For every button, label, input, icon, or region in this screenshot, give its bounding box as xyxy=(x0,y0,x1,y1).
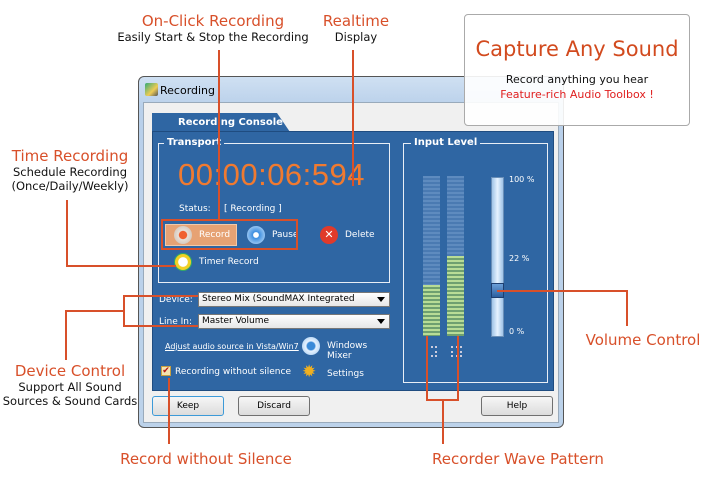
delete-button[interactable]: ✕ Delete xyxy=(318,224,378,246)
promo-line1: Record anything you hear xyxy=(505,73,649,86)
settings-button[interactable]: ✹ Settings xyxy=(301,363,391,383)
connector-line xyxy=(497,290,628,292)
annotation-title: Device Control xyxy=(14,362,126,380)
windows-mixer-button[interactable]: Windows Mixer xyxy=(301,336,391,361)
volume-min-label: 0 % xyxy=(509,327,525,336)
device-label: Device: xyxy=(159,295,193,305)
annotation-subtitle: Display xyxy=(334,30,378,44)
input-level-label: Input Level xyxy=(411,137,481,148)
connector-line xyxy=(66,265,176,267)
volume-value-label: 22 % xyxy=(509,254,530,263)
annotation-title: Realtime xyxy=(322,12,390,30)
connector-line xyxy=(218,50,220,220)
linein-label: Line In: xyxy=(159,317,193,327)
silence-label[interactable]: Recording without silence xyxy=(175,367,291,377)
timer-clock-icon xyxy=(174,253,192,271)
status-label: Status: xyxy=(179,204,211,214)
annotation-subtitle: Support All Sound xyxy=(18,380,122,394)
highlight-box-bottom xyxy=(161,248,298,250)
pause-button[interactable]: Pause xyxy=(244,224,304,246)
highlight-box-top xyxy=(161,219,298,221)
linein-value: Master Volume xyxy=(202,316,270,326)
window-title: Recording xyxy=(160,84,216,97)
chevron-down-icon xyxy=(377,297,385,302)
right-level-fill xyxy=(447,256,464,336)
annotation-device-control: Device Control Support All Sound Sources… xyxy=(0,362,140,408)
connector-line xyxy=(168,378,170,444)
delete-icon: ✕ xyxy=(320,226,338,244)
annotation-onclick: On-Click Recording Easily Start & Stop t… xyxy=(113,12,313,44)
tab-recording-console[interactable]: Recording Console xyxy=(152,113,290,132)
annotation-subtitle: Schedule Recording xyxy=(12,165,128,179)
annotation-wave-pattern: Recorder Wave Pattern xyxy=(418,450,618,468)
right-level-meter xyxy=(447,176,464,336)
connector-line xyxy=(123,325,198,327)
connector-line xyxy=(123,295,125,327)
annotation-title: On-Click Recording xyxy=(141,12,285,30)
annotation-subtitle: Easily Start & Stop the Recording xyxy=(117,30,309,44)
connector-line xyxy=(123,295,198,297)
connector-line xyxy=(65,310,125,312)
timer-record-button[interactable]: Timer Record xyxy=(174,252,264,272)
discard-button[interactable]: Discard xyxy=(238,396,310,416)
annotation-realtime: Realtime Display xyxy=(306,12,406,44)
highlight-box-left xyxy=(161,219,163,250)
keep-button[interactable]: Keep xyxy=(152,396,224,416)
device-value: Stereo Mix (SoundMAX Integrated xyxy=(202,294,355,304)
right-channel-indicator xyxy=(451,346,462,357)
status-value: [ Recording ] xyxy=(224,204,282,214)
connector-line xyxy=(66,200,68,267)
connector-line xyxy=(626,290,628,326)
gear-icon: ✹ xyxy=(302,362,317,382)
annotation-record-without-silence: Record without Silence xyxy=(106,450,306,468)
linein-select[interactable]: Master Volume xyxy=(198,314,390,329)
adjust-audio-link[interactable]: Adjust audio source in Vista/Win7 xyxy=(165,342,299,351)
annotation-time-recording: Time Recording Schedule Recording (Once/… xyxy=(0,147,140,193)
settings-label: Settings xyxy=(327,369,364,379)
transport-group xyxy=(158,143,390,283)
delete-label: Delete xyxy=(345,230,375,240)
device-select[interactable]: Stereo Mix (SoundMAX Integrated xyxy=(198,292,390,307)
time-display: 00:00:06:594 xyxy=(178,157,366,192)
annotation-title: Recorder Wave Pattern xyxy=(432,450,604,468)
help-button[interactable]: Help xyxy=(481,396,553,416)
promo-line2: Feature-rich Audio Toolbox ! xyxy=(500,88,654,101)
annotation-volume-control: Volume Control xyxy=(583,331,703,349)
chevron-down-icon xyxy=(377,319,385,324)
record-label: Record xyxy=(199,230,231,240)
connector-line xyxy=(442,399,444,444)
annotation-title: Volume Control xyxy=(585,331,701,349)
speaker-icon xyxy=(302,337,320,355)
silence-checkbox[interactable]: ✔ xyxy=(161,366,171,376)
volume-slider[interactable] xyxy=(491,177,504,337)
connector-line xyxy=(426,336,428,401)
promo-overlay: Capture Any Sound Record anything you he… xyxy=(464,14,690,126)
connector-line xyxy=(457,336,459,401)
record-button[interactable]: Record xyxy=(165,224,237,246)
left-level-meter xyxy=(423,176,440,336)
annotation-title: Record without Silence xyxy=(120,450,292,468)
left-level-fill xyxy=(423,284,440,336)
volume-max-label: 100 % xyxy=(509,175,535,184)
timer-record-label: Timer Record xyxy=(199,257,259,267)
promo-title: Capture Any Sound xyxy=(475,37,679,61)
highlight-box-right xyxy=(296,219,298,250)
connector-line xyxy=(352,50,354,186)
transport-label: Transport xyxy=(164,137,225,148)
annotation-subtitle: Sources & Sound Cards xyxy=(2,394,138,408)
annotation-title: Time Recording xyxy=(11,147,129,165)
pause-label: Pause xyxy=(272,230,299,240)
record-icon xyxy=(174,226,192,244)
app-icon xyxy=(145,83,158,96)
annotation-subtitle: (Once/Daily/Weekly) xyxy=(11,179,129,193)
pause-icon xyxy=(247,226,265,244)
windows-mixer-label: Windows Mixer xyxy=(327,341,368,361)
connector-line xyxy=(65,310,67,360)
